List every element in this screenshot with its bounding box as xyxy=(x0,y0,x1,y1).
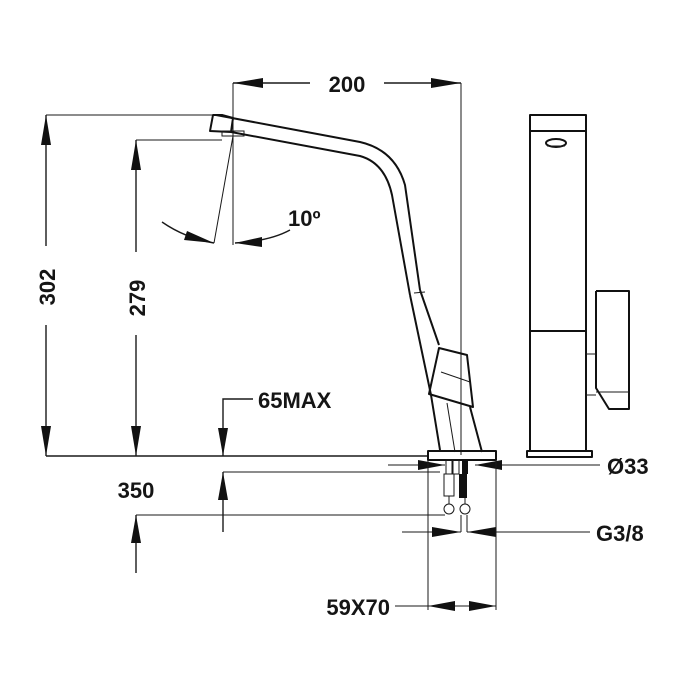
dimension-reach: 200 xyxy=(232,72,462,455)
dimension-total-height: 302 xyxy=(35,114,215,456)
reach-label: 200 xyxy=(329,72,366,97)
faucet-front-view xyxy=(209,114,497,515)
dimension-connection-thread: G3/8 xyxy=(402,515,644,546)
cutout-size-label: 59X70 xyxy=(326,595,390,620)
counter-thickness-label: 65MAX xyxy=(258,388,332,413)
faucet-side-view xyxy=(526,114,630,458)
dimension-hose-length: 350 xyxy=(118,478,445,573)
swivel-angle-label: 10º xyxy=(288,206,321,231)
dimension-spout-height: 279 xyxy=(125,139,222,456)
spout-height-label: 279 xyxy=(125,280,150,317)
dimension-swivel-angle: 10º xyxy=(161,135,321,247)
hose-length-label: 350 xyxy=(118,478,155,503)
total-height-label: 302 xyxy=(35,269,60,306)
dimension-cutout-size: 59X70 xyxy=(326,460,497,620)
base-diameter-label: Ø33 xyxy=(607,454,649,479)
dimension-counter-thickness: 65MAX xyxy=(218,388,440,532)
connection-thread-label: G3/8 xyxy=(596,521,644,546)
dimension-base-diameter: Ø33 xyxy=(388,454,649,479)
